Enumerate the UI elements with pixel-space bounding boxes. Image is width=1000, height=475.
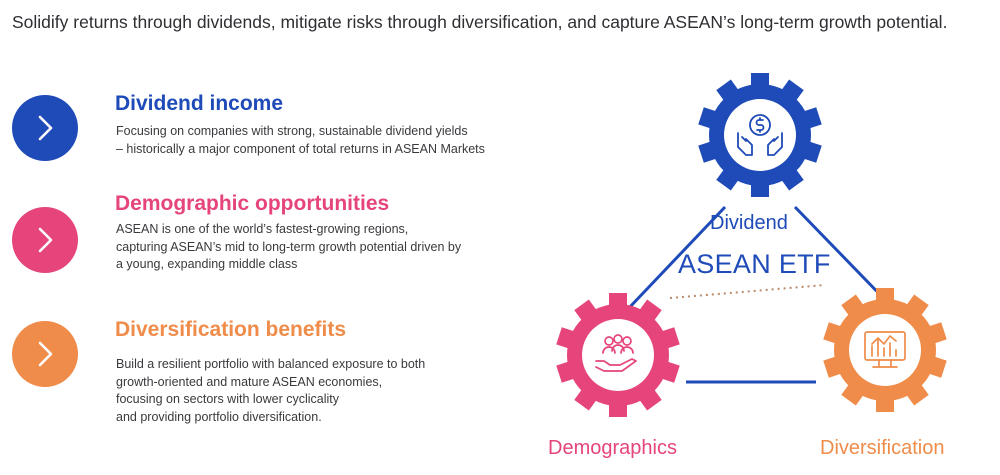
feature-description: Focusing on companies with strong, susta… bbox=[116, 123, 485, 158]
feature-title: Demographic opportunities bbox=[115, 192, 390, 215]
group-in-hand-icon bbox=[595, 334, 637, 372]
asean-etf-label: ASEAN ETF bbox=[678, 249, 831, 279]
description-line: capturing ASEAN’s mid to long-term growt… bbox=[116, 239, 462, 254]
dividend-label: Dividend bbox=[710, 212, 788, 234]
description-line: Focusing on companies with strong, susta… bbox=[116, 124, 468, 138]
intro-text: Solidify returns through dividends, miti… bbox=[12, 12, 948, 32]
dotted-connector-line bbox=[669, 284, 826, 299]
description-line: and providing portfolio diversification. bbox=[116, 409, 322, 424]
description-line: focusing on sectors with lower cyclicali… bbox=[116, 392, 339, 406]
description-line: – historically a major component of tota… bbox=[116, 141, 485, 156]
asean-etf-diagram: Dividend ASEAN ETF Demographics Diversif… bbox=[540, 70, 1000, 475]
chevron-right-icon bbox=[12, 321, 78, 387]
chevron-right-icon bbox=[12, 207, 78, 273]
demographics-gear bbox=[556, 293, 680, 417]
feature-description: Build a resilient portfolio with balance… bbox=[116, 356, 425, 426]
diversification-label: Diversification bbox=[820, 437, 945, 459]
dividend-gear bbox=[698, 73, 822, 197]
description-line: ASEAN is one of the world’s fastest-grow… bbox=[116, 222, 409, 236]
hands-coin-icon bbox=[737, 114, 783, 156]
description-line: Build a resilient portfolio with balance… bbox=[116, 357, 426, 371]
feature-description: ASEAN is one of the world’s fastest-grow… bbox=[116, 221, 461, 274]
feature-title: Dividend income bbox=[115, 92, 284, 115]
demographics-label: Demographics bbox=[548, 437, 677, 459]
description-line: a young, expanding middle class bbox=[116, 257, 298, 271]
feature-title: Diversification benefits bbox=[115, 318, 347, 341]
diversification-gear bbox=[823, 288, 947, 412]
chevron-right-icon bbox=[12, 95, 78, 161]
diagram-graphic bbox=[556, 73, 947, 417]
chart-monitor-icon bbox=[864, 331, 906, 368]
description-line: growth-oriented and mature ASEAN economi… bbox=[116, 374, 383, 389]
